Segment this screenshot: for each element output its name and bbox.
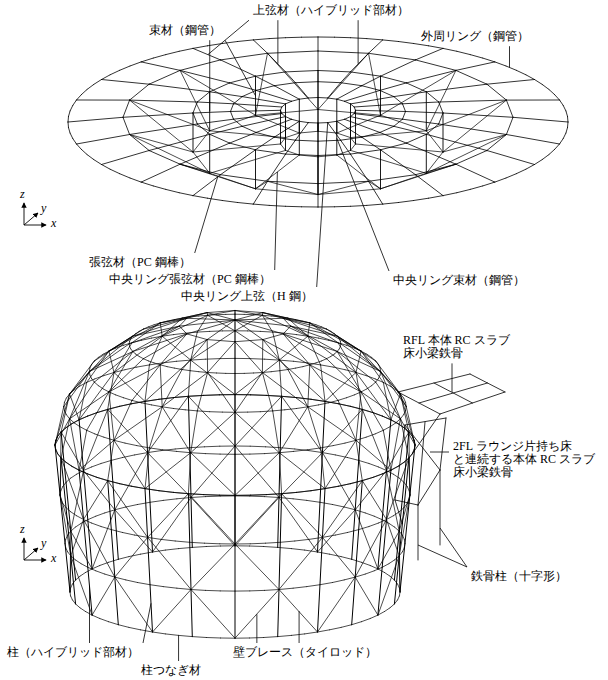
part-label: 柱つなぎ材	[140, 664, 202, 677]
part-label: 中央リング束材（鋼管）	[392, 274, 526, 287]
leader-line	[358, 20, 359, 64]
axis-label: x	[50, 552, 57, 565]
part-label: RFL 本体 RC スラブ 床小梁鉄骨	[402, 334, 530, 360]
axis-line	[24, 548, 38, 560]
part-label: 束材（鋼管）	[148, 24, 222, 37]
axis-line	[24, 225, 46, 226]
part-label: 鉄骨柱（十字形）	[470, 570, 568, 583]
leader-line	[452, 363, 453, 392]
part-label: 張弦材（PC 鋼棒）	[88, 256, 192, 269]
leader-line	[225, 40, 256, 96]
axis-label: y	[40, 537, 47, 550]
axis-line	[24, 560, 46, 561]
axis-label: x	[50, 217, 57, 230]
part-label: 上弦材（ハイブリッド部材）	[252, 4, 410, 17]
leader-line	[209, 40, 210, 111]
leader-line	[277, 20, 278, 64]
part-label: 柱（ハイブリッド部材）	[6, 646, 140, 659]
tension-rods	[130, 53, 507, 194]
leader-line	[143, 603, 151, 643]
leader-line	[195, 176, 218, 253]
leader-line	[337, 138, 389, 271]
part-label: 壁ブレース（タイロッド）	[232, 646, 378, 659]
leader-line	[317, 123, 328, 287]
axis-line	[24, 203, 25, 225]
leader-line	[299, 611, 300, 643]
leader-line	[178, 635, 179, 661]
axis-triads	[24, 203, 46, 560]
leader-line	[256, 614, 257, 643]
part-label: 中央リング張弦材（PC 鋼棒）	[108, 273, 272, 286]
struts	[193, 71, 443, 195]
axis-label: z	[19, 523, 26, 536]
part-label: 外周リング（鋼管）	[420, 30, 530, 43]
part-label: 2FL ラウンジ片持ち床 と連続する本体 RC スラブ 床小梁鉄骨	[452, 440, 603, 480]
leader-line	[418, 545, 467, 567]
axis-label: y	[40, 202, 47, 215]
axis-line	[24, 213, 38, 225]
part-label: 中央リング上弦（H 鋼）	[180, 290, 314, 303]
leader-line	[509, 46, 510, 67]
axis-line	[24, 538, 25, 560]
roof-chords	[68, 37, 568, 207]
dome-members	[55, 311, 415, 496]
leader-line	[275, 172, 278, 270]
leader-line	[430, 452, 449, 453]
axis-label: z	[19, 188, 26, 201]
leader-line	[89, 586, 90, 643]
roof-truss	[68, 37, 568, 207]
